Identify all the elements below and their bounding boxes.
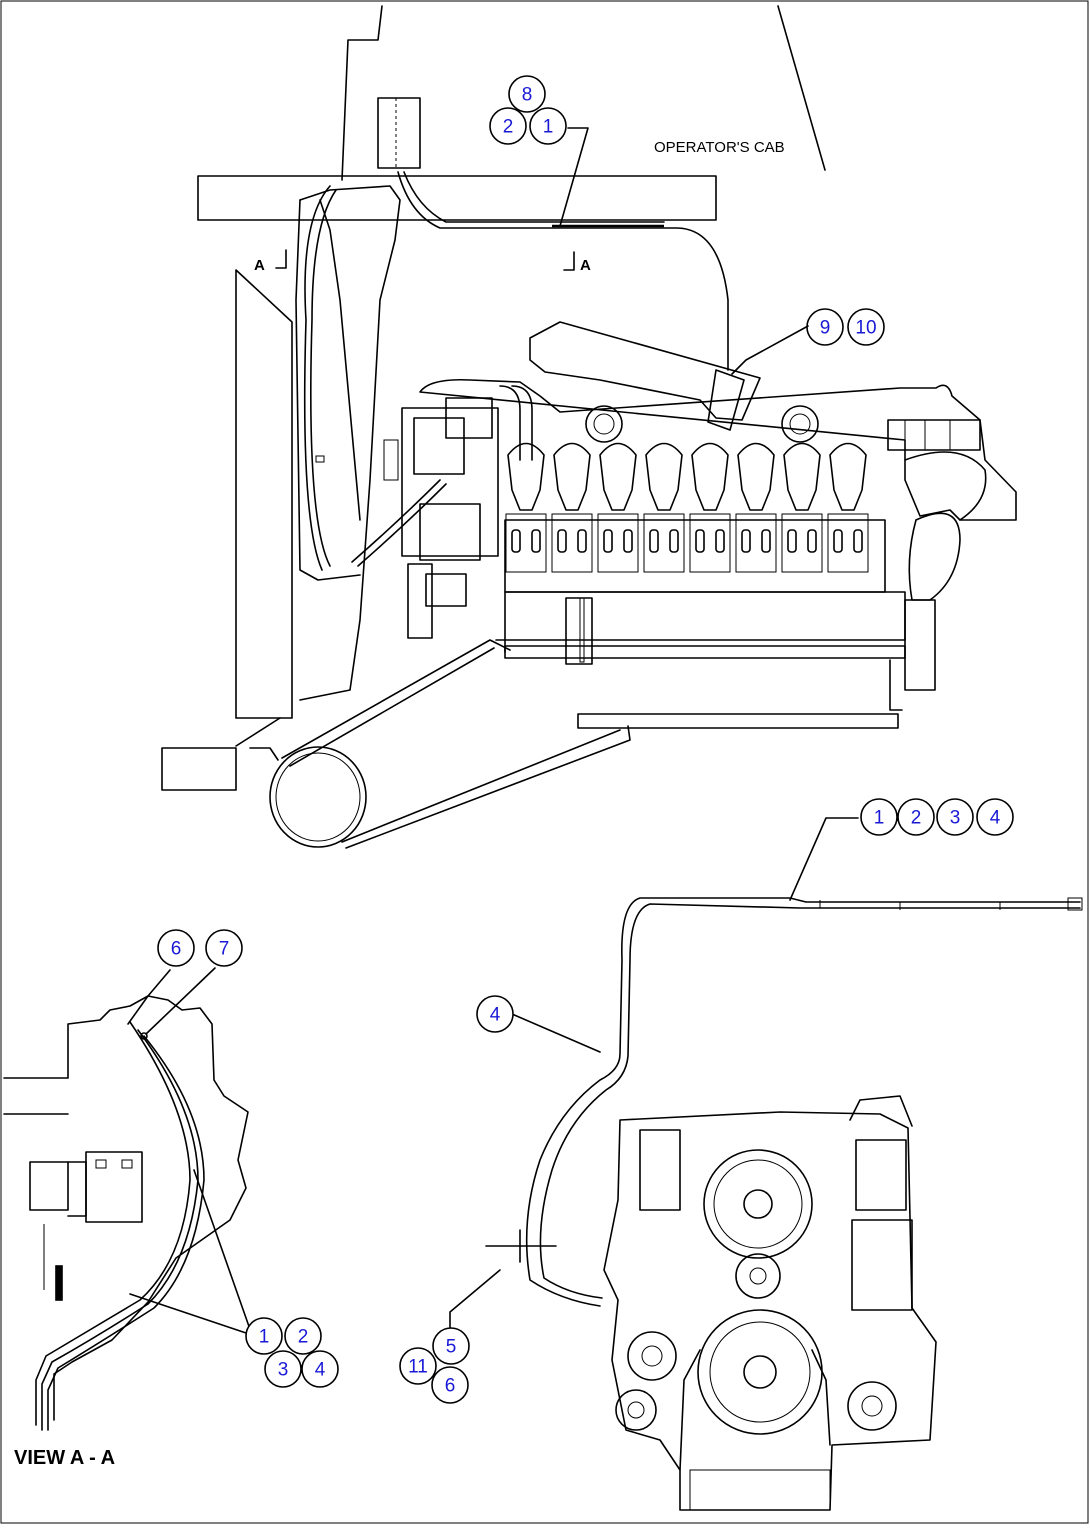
callout-2: 2 bbox=[489, 107, 527, 145]
valve-cover bbox=[827, 513, 869, 573]
callout-number: 10 bbox=[855, 318, 876, 339]
valve-stem bbox=[853, 529, 863, 553]
valve-stem bbox=[695, 529, 705, 553]
operators-cab-label: OPERATOR'S CAB bbox=[654, 139, 785, 156]
callout-2: 2 bbox=[897, 798, 935, 836]
callout-number: 1 bbox=[874, 808, 885, 829]
valve-stem bbox=[577, 529, 587, 553]
valve-stem bbox=[787, 529, 797, 553]
valve-stem bbox=[603, 529, 613, 553]
valve-stem bbox=[715, 529, 725, 553]
valve-cover bbox=[781, 513, 823, 573]
callout-7: 7 bbox=[205, 929, 243, 967]
callout-6: 6 bbox=[431, 1366, 469, 1404]
engine-side-view bbox=[383, 321, 1017, 729]
callout-number: 11 bbox=[408, 1357, 428, 1378]
valve-cover bbox=[643, 513, 685, 573]
callout-9: 9 bbox=[806, 308, 844, 346]
valve-stem bbox=[649, 529, 659, 553]
callout-2: 2 bbox=[284, 1317, 322, 1355]
section-marker-right: A bbox=[563, 251, 591, 274]
injector-bulb bbox=[783, 442, 821, 511]
valve-stem bbox=[807, 529, 817, 553]
valve-cover bbox=[735, 513, 777, 573]
valve-stem bbox=[623, 529, 633, 553]
svg-text:A: A bbox=[580, 257, 591, 274]
callout-leaders bbox=[559, 127, 809, 375]
callout-number: 4 bbox=[315, 1360, 326, 1381]
hose-routes-top bbox=[303, 171, 729, 571]
callout-11: 11 bbox=[399, 1347, 437, 1385]
section-marker-left: A bbox=[254, 249, 287, 274]
injector-bulb bbox=[507, 442, 545, 511]
callout-number: 6 bbox=[445, 1376, 456, 1397]
callout-number: 7 bbox=[219, 939, 230, 960]
callout-number: 4 bbox=[990, 808, 1001, 829]
callout-4: 4 bbox=[976, 798, 1014, 836]
radiator-panel bbox=[161, 185, 401, 791]
injector-bulb bbox=[553, 442, 591, 511]
injector-bulb bbox=[737, 442, 775, 511]
callout-3: 3 bbox=[936, 798, 974, 836]
view-a-a-title: VIEW A - A bbox=[14, 1447, 115, 1469]
view-a-a-section: VIEW A - A bbox=[3, 967, 253, 1469]
valve-stem bbox=[531, 529, 541, 553]
injector-bulb bbox=[645, 442, 683, 511]
valve-cover bbox=[551, 513, 593, 573]
valve-stem bbox=[741, 529, 751, 553]
valve-cover bbox=[505, 513, 547, 573]
operators-cab: OPERATOR'S CAB bbox=[341, 5, 826, 181]
injector-bulb bbox=[829, 442, 867, 511]
callout-4: 4 bbox=[476, 995, 514, 1033]
callout-8: 8 bbox=[508, 75, 546, 113]
callout-number: 5 bbox=[446, 1337, 457, 1358]
callout-1: 1 bbox=[529, 107, 567, 145]
valve-cover bbox=[597, 513, 639, 573]
callout-number: 8 bbox=[522, 85, 533, 106]
valve-stem bbox=[511, 529, 521, 553]
callout-6: 6 bbox=[157, 929, 195, 967]
callout-1: 1 bbox=[860, 798, 898, 836]
valve-stem bbox=[761, 529, 771, 553]
svg-text:A: A bbox=[254, 257, 265, 274]
callout-4: 4 bbox=[301, 1350, 339, 1388]
injector-bulb bbox=[599, 442, 637, 511]
hose-coil bbox=[249, 639, 631, 849]
callout-1: 1 bbox=[245, 1317, 283, 1355]
callout-number: 6 bbox=[171, 939, 182, 960]
callout-10: 10 bbox=[847, 308, 885, 346]
valve-stem bbox=[833, 529, 843, 553]
callout-number: 3 bbox=[278, 1360, 289, 1381]
valve-cover bbox=[689, 513, 731, 573]
callout-3: 3 bbox=[264, 1350, 302, 1388]
valve-stem bbox=[557, 529, 567, 553]
callout-number: 4 bbox=[490, 1005, 501, 1026]
injector-bulb bbox=[691, 442, 729, 511]
callout-number: 2 bbox=[298, 1327, 309, 1348]
callout-number: 9 bbox=[820, 318, 831, 339]
callout-number: 2 bbox=[503, 117, 514, 138]
cab-floor-beam bbox=[197, 175, 717, 221]
valve-stem bbox=[669, 529, 679, 553]
injector-bank bbox=[505, 442, 869, 573]
callout-number: 2 bbox=[911, 808, 922, 829]
callout-number: 3 bbox=[950, 808, 961, 829]
callout-5: 5 bbox=[432, 1327, 470, 1365]
engine-front-view bbox=[449, 817, 1083, 1511]
callout-number: 1 bbox=[259, 1327, 270, 1348]
callout-number: 1 bbox=[543, 117, 554, 138]
